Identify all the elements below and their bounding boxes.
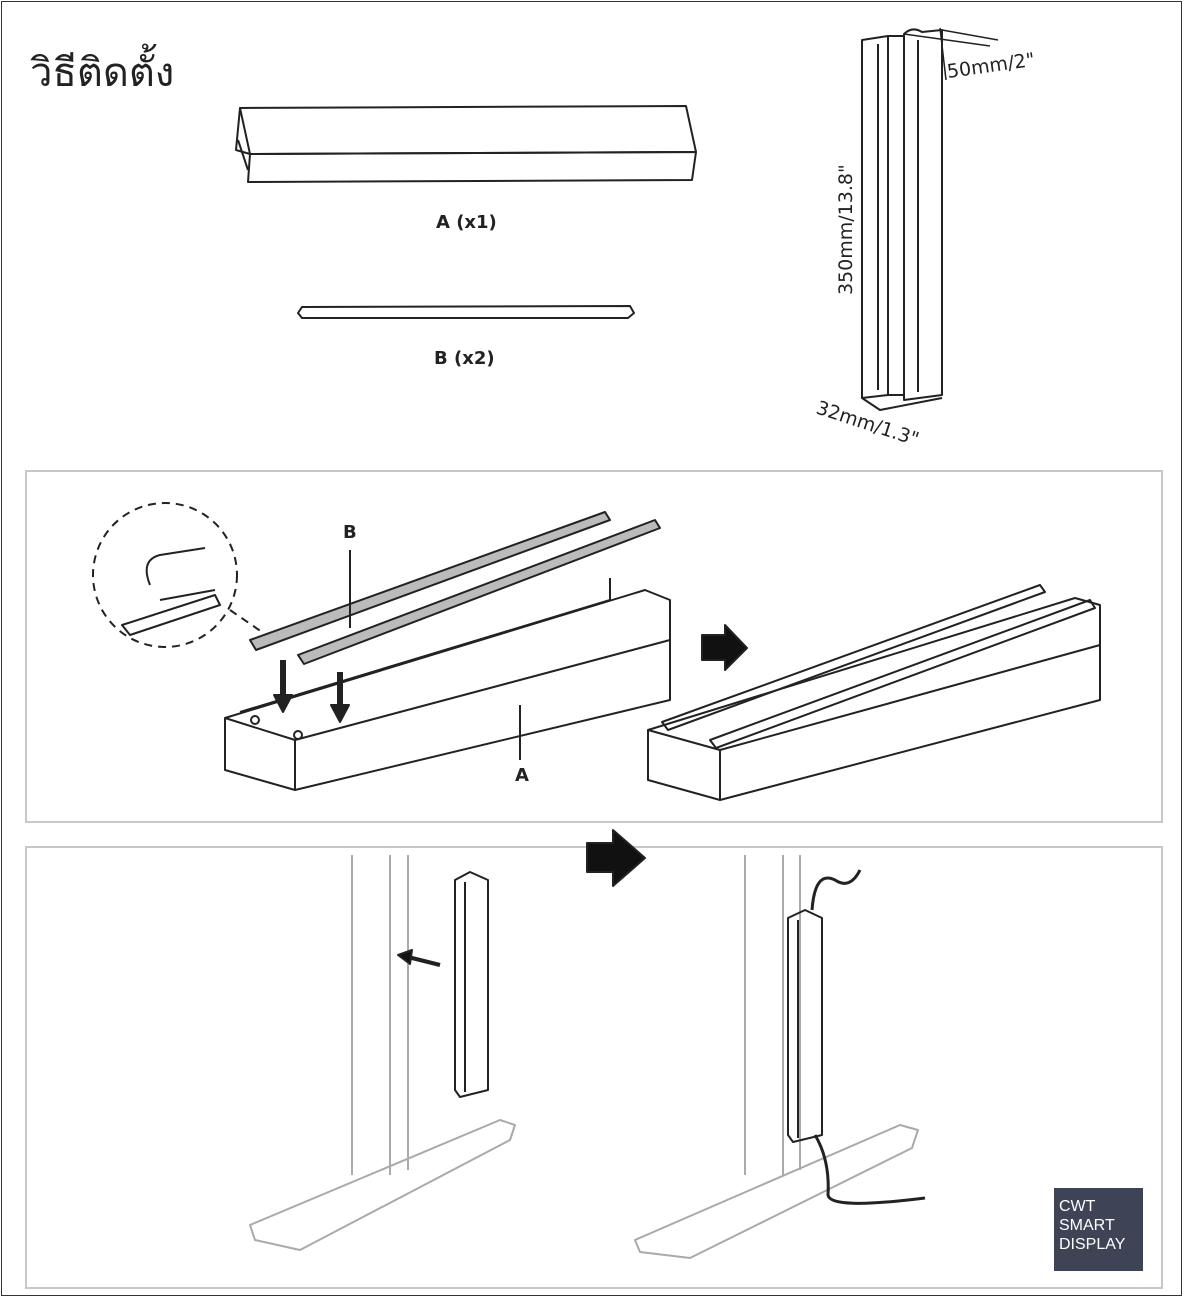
step1-before-drawing xyxy=(92,502,671,791)
desk-leg-right xyxy=(634,855,919,1259)
logo-line-3: DISPLAY xyxy=(1059,1236,1126,1253)
part-a-drawing xyxy=(235,105,697,183)
logo-line-2: SMART xyxy=(1059,1217,1115,1234)
arrow-right-icon xyxy=(701,624,748,671)
arrow-right-icon xyxy=(586,829,646,887)
step1-after-drawing xyxy=(647,584,1101,801)
part-b-label: B (x2) xyxy=(434,348,495,369)
logo-line-1: CWT xyxy=(1059,1198,1096,1215)
desk-leg-left xyxy=(249,855,516,1251)
part-a-label: A (x1) xyxy=(436,212,497,233)
callout-a-label: A xyxy=(515,765,529,786)
channel-vertical-left xyxy=(454,871,489,1098)
brand-logo: CWT SMART DISPLAY xyxy=(1054,1188,1143,1271)
part-b-drawing xyxy=(297,305,635,319)
step-1-panel xyxy=(25,470,1163,823)
page-title: วิธีติดตั้ง xyxy=(30,50,175,96)
dimension-drawing: 50mm/2" 350mm/13.8" 32mm/1.3" xyxy=(813,27,1037,451)
push-arrow-icon xyxy=(407,955,441,967)
width-dimension: 50mm/2" xyxy=(946,49,1037,83)
callout-b-label: B xyxy=(343,522,357,543)
length-dimension: 350mm/13.8" xyxy=(835,164,857,295)
channel-vertical-right xyxy=(787,869,926,1205)
